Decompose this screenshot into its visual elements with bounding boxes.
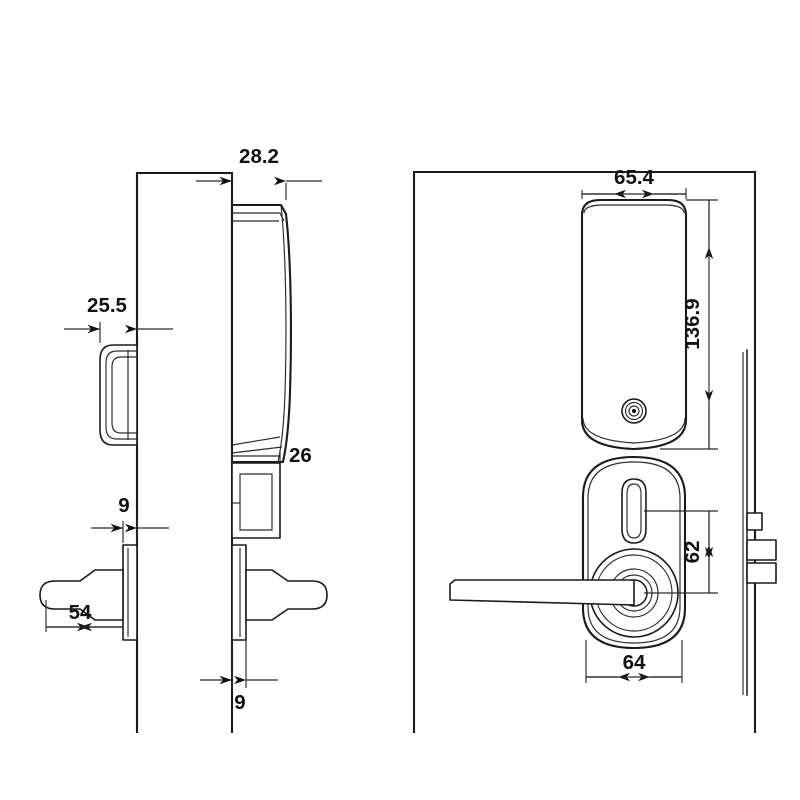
dimension-65-4: 65.4 <box>581 166 687 199</box>
dim-label-65-4: 65.4 <box>614 166 654 189</box>
led-mid-ring <box>624 401 644 421</box>
outer-lever-handle <box>245 569 328 621</box>
side-view-group: 28.2 25.5 26 <box>39 145 328 734</box>
dim-label-9-lower: 9 <box>234 691 245 714</box>
lever-handle <box>449 579 635 606</box>
dim-label-136-9: 136.9 <box>681 298 704 349</box>
dim-label-26: 26 <box>289 444 312 467</box>
upper-escutcheon-bottom-inner-curve <box>582 417 686 444</box>
dimension-62: 62 <box>644 510 718 594</box>
latch-bolts-group <box>746 512 777 584</box>
dimension-54: 54 <box>45 600 124 632</box>
upper-escutcheon-top-inner-curve <box>583 204 685 214</box>
auxiliary-latch-bolt <box>746 512 763 531</box>
dim-label-54: 54 <box>69 601 92 624</box>
escutcheon-side-profile <box>230 203 293 464</box>
led-indicator <box>621 398 647 424</box>
outer-escutcheon-body <box>230 203 293 464</box>
rose-housing-inner-rect <box>239 473 273 531</box>
lower-escutcheon-inner-outline <box>587 461 681 644</box>
dead-bolt <box>746 539 777 561</box>
inner-lever-handle <box>39 569 124 621</box>
dim-label-62: 62 <box>681 541 704 564</box>
keyway-slot-outline <box>621 478 647 544</box>
lever-handle-profile <box>449 579 635 606</box>
inner-escutcheon-plate <box>122 544 138 641</box>
dimension-136-9: 136.9 <box>660 199 718 450</box>
keyway-slot-inner <box>626 483 642 539</box>
dimension-9-upper: 9 <box>91 494 169 543</box>
lever-rose-housing <box>231 462 281 539</box>
lower-escutcheon <box>581 455 687 650</box>
upper-escutcheon-outline <box>580 198 688 451</box>
dim-label-64: 64 <box>623 651 646 674</box>
escutcheon-bottom-bevel-line-2 <box>231 446 283 454</box>
escutcheon-face-inner-line <box>277 204 287 463</box>
thumbturn-inner-line-2 <box>111 356 137 434</box>
upper-escutcheon <box>580 198 688 451</box>
escutcheon-bottom-bevel-line <box>231 436 281 446</box>
dimension-9-lower: 9 <box>200 632 278 714</box>
outer-lever-profile <box>245 569 328 621</box>
outer-escutcheon-plate <box>231 544 247 641</box>
dim-label-25-5: 25.5 <box>87 294 127 317</box>
led-center-dot <box>631 408 637 414</box>
front-view-group: 65.4 136.9 62 <box>412 166 777 734</box>
inner-plate-profile <box>122 544 138 641</box>
inner-lever-profile <box>39 569 124 621</box>
dimension-28-2: 28.2 <box>196 145 322 200</box>
led-inner-ring <box>628 405 640 417</box>
dim-label-28-2: 28.2 <box>239 145 279 168</box>
dimension-25-5: 25.5 <box>64 294 173 343</box>
dimension-64: 64 <box>585 640 683 683</box>
dim-label-9-upper: 9 <box>118 494 129 517</box>
outer-plate-profile <box>231 544 247 641</box>
thumbturn-knob <box>99 344 138 446</box>
thumbturn-inner-line-1 <box>105 350 137 440</box>
latch-bolt <box>746 562 777 584</box>
dimension-26: 26 <box>231 444 312 467</box>
rose-housing-profile <box>231 462 281 539</box>
keyway <box>621 478 647 544</box>
